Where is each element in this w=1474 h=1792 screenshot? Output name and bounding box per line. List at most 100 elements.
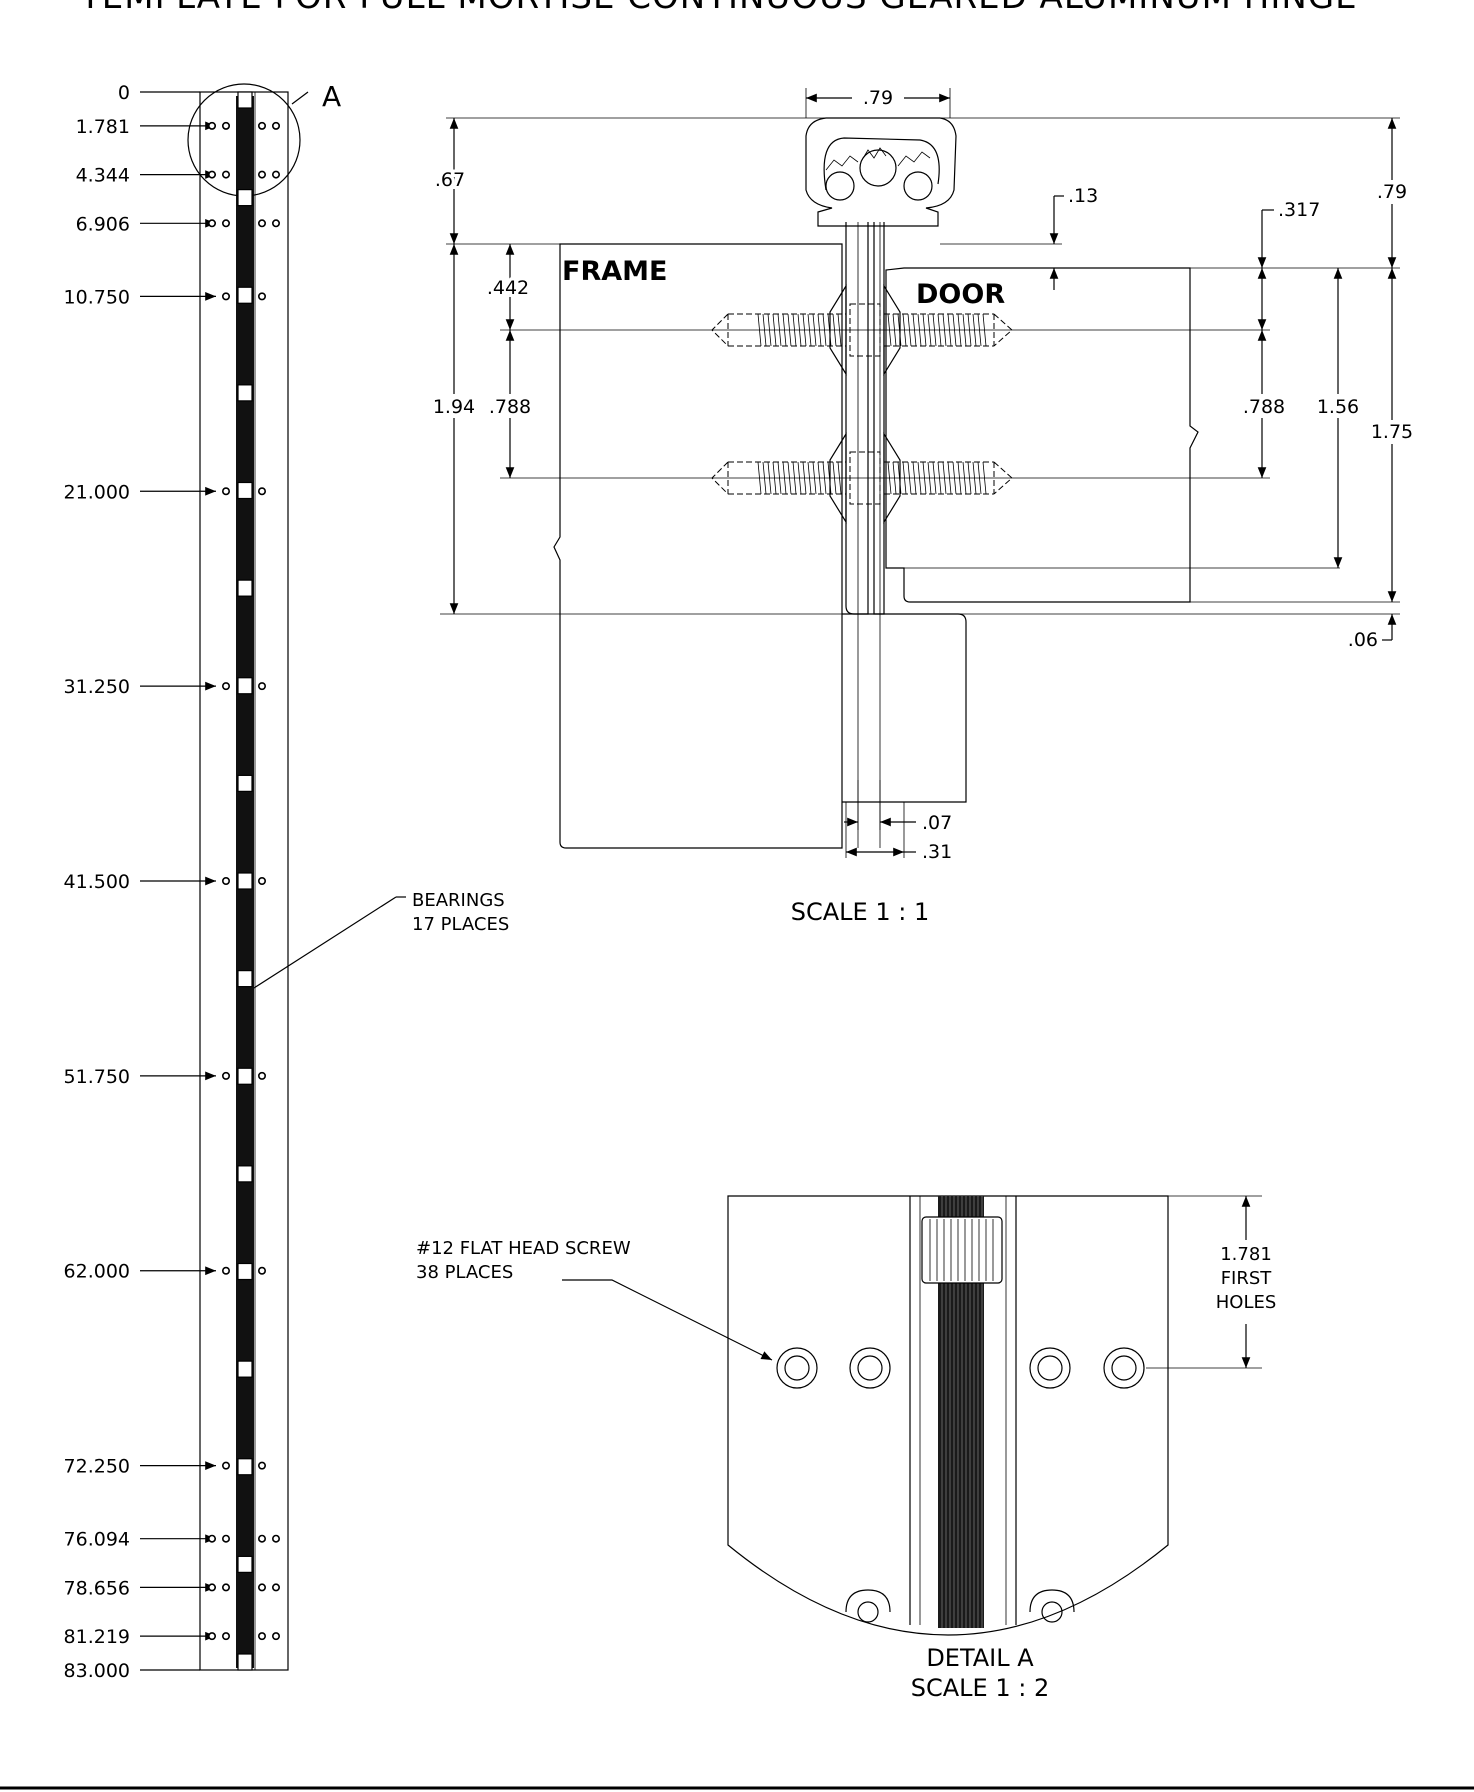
- screw-hole-mark: [208, 170, 217, 179]
- screw-hole-mark: [257, 682, 266, 691]
- detail-a-view: #12 FLAT HEAD SCREW 38 PLACES 1.781 FIRS…: [416, 1195, 1288, 1702]
- screw-hole-mark: [257, 487, 266, 496]
- station-14: 83.000: [64, 1660, 200, 1682]
- detail-bearing: [921, 1216, 1003, 1284]
- screw-hole-mark: [222, 682, 231, 691]
- station-label: 6.906: [76, 213, 130, 235]
- screw-note-count: 38 PLACES: [416, 1262, 513, 1283]
- station-5: 21.000: [64, 481, 266, 503]
- screw-hole-mark: [271, 1534, 280, 1543]
- screw-hole-mark: [257, 292, 266, 301]
- screw-hole-mark: [208, 1583, 217, 1592]
- screw-hole-mark: [222, 170, 231, 179]
- station-label: 0: [118, 82, 130, 104]
- station-2: 4.344: [76, 165, 280, 187]
- screw-hole-mark: [271, 1632, 280, 1641]
- station-7: 41.500: [64, 871, 266, 893]
- dim-overall-right: .79: [1377, 181, 1407, 203]
- station-label: 76.094: [64, 1529, 130, 1551]
- station-label: 72.250: [64, 1456, 130, 1478]
- dim-door-height: 1.75: [1371, 421, 1413, 443]
- screw-hole-mark: [257, 1071, 266, 1080]
- bearing-mark: [237, 872, 253, 890]
- detail-title: DETAIL A: [926, 1644, 1034, 1672]
- bearing-mark: [237, 1165, 253, 1183]
- first-holes-label: FIRST: [1221, 1268, 1273, 1289]
- detail-outline: [727, 1195, 1169, 1636]
- screw-hole-mark: [271, 219, 280, 228]
- bearings-note: BEARINGS: [412, 890, 505, 911]
- station-label: 1.781: [76, 116, 130, 138]
- screw-hole-mark: [257, 170, 266, 179]
- station-label: 78.656: [64, 1577, 130, 1599]
- bearing-mark: [237, 384, 253, 402]
- station-label: 51.750: [64, 1066, 130, 1088]
- screw-hole-mark: [257, 219, 266, 228]
- detail-screw-holes: [776, 1347, 1145, 1389]
- detail-bottom-notches: [845, 1589, 1075, 1623]
- screw-hole-mark: [222, 219, 231, 228]
- frame-label: FRAME: [562, 256, 667, 287]
- screw-hole-mark: [208, 1632, 217, 1641]
- station-13: 81.219: [64, 1626, 280, 1648]
- station-3: 6.906: [76, 213, 280, 235]
- screw-hole-mark: [222, 1583, 231, 1592]
- dim-hole-spacing-left: .788: [489, 396, 531, 418]
- bearing-mark: [237, 1653, 253, 1671]
- bearing-mark: [237, 1262, 253, 1281]
- bearing-mark: [237, 774, 253, 792]
- frame-outline: [553, 243, 843, 849]
- door-label: DOOR: [916, 279, 1005, 310]
- dim-gap: .07: [922, 812, 952, 834]
- section-scale: SCALE 1 : 1: [791, 898, 929, 926]
- frame-leaf: [845, 222, 869, 615]
- bearing-mark: [237, 1067, 253, 1085]
- dim-width-top: .79: [863, 87, 893, 109]
- station-6: 31.250: [64, 676, 266, 698]
- bearing-mark: [237, 1555, 253, 1573]
- bearing-mark: [237, 286, 253, 304]
- screw-hole-mark: [257, 121, 266, 130]
- hinge-elevation: A 01.7814.3446.90610.75021.00031.25041.5…: [64, 80, 510, 1682]
- dim-frame-height: 1.94: [433, 396, 475, 418]
- station-label: 10.750: [64, 286, 130, 308]
- first-holes-value: 1.781: [1220, 1244, 1272, 1265]
- screw-hole-mark: [222, 487, 231, 496]
- section-screws: [711, 283, 1013, 525]
- bearings-leader: [253, 896, 397, 989]
- dim-bottom-gap: .06: [1348, 629, 1378, 651]
- screw-hole-mark: [271, 1583, 280, 1592]
- bearing-mark: [237, 91, 253, 109]
- station-label: 21.000: [64, 481, 130, 503]
- station-10: 72.250: [64, 1456, 266, 1478]
- screw-hole-mark: [271, 121, 280, 130]
- bearings-count: 17 PLACES: [412, 914, 509, 935]
- screw-hole-mark: [257, 876, 266, 885]
- drawing-title: TEMPLATE FOR FULL MORTISE CONTINUOUS GEA…: [79, 0, 1358, 17]
- screw-hole-mark: [208, 121, 217, 130]
- bearing-mark: [237, 481, 253, 500]
- detail-scale: SCALE 1 : 2: [911, 1674, 1049, 1702]
- screw-hole-mark: [257, 1632, 266, 1641]
- bearing-mark: [237, 970, 253, 988]
- station-label: 81.219: [64, 1626, 130, 1648]
- bearing-mark: [237, 1360, 253, 1378]
- station-1: 1.781: [76, 116, 280, 138]
- screw-hole-mark: [222, 1071, 231, 1080]
- dim-door-offset: .317: [1278, 199, 1320, 221]
- screw-hole-mark: [222, 121, 231, 130]
- screw-note-leader: [562, 1279, 773, 1361]
- screw-hole-mark: [208, 219, 217, 228]
- bearing-mark: [237, 677, 253, 695]
- dim-leaf-thickness: .31: [922, 841, 952, 863]
- screw-hole-mark: [208, 1534, 217, 1543]
- bearing-mark: [237, 579, 253, 597]
- station-label: 83.000: [64, 1660, 130, 1682]
- dim-step: .13: [1068, 185, 1098, 207]
- dim-first-hole: .442: [487, 277, 529, 299]
- dim-hole-spacing-right: .788: [1243, 396, 1285, 418]
- screw-hole-mark: [257, 1583, 266, 1592]
- station-dimensions: 0 1.781 4.344 6.906 10.750 21.000 31.250 41.500…: [64, 82, 280, 1682]
- screw-hole-mark: [271, 170, 280, 179]
